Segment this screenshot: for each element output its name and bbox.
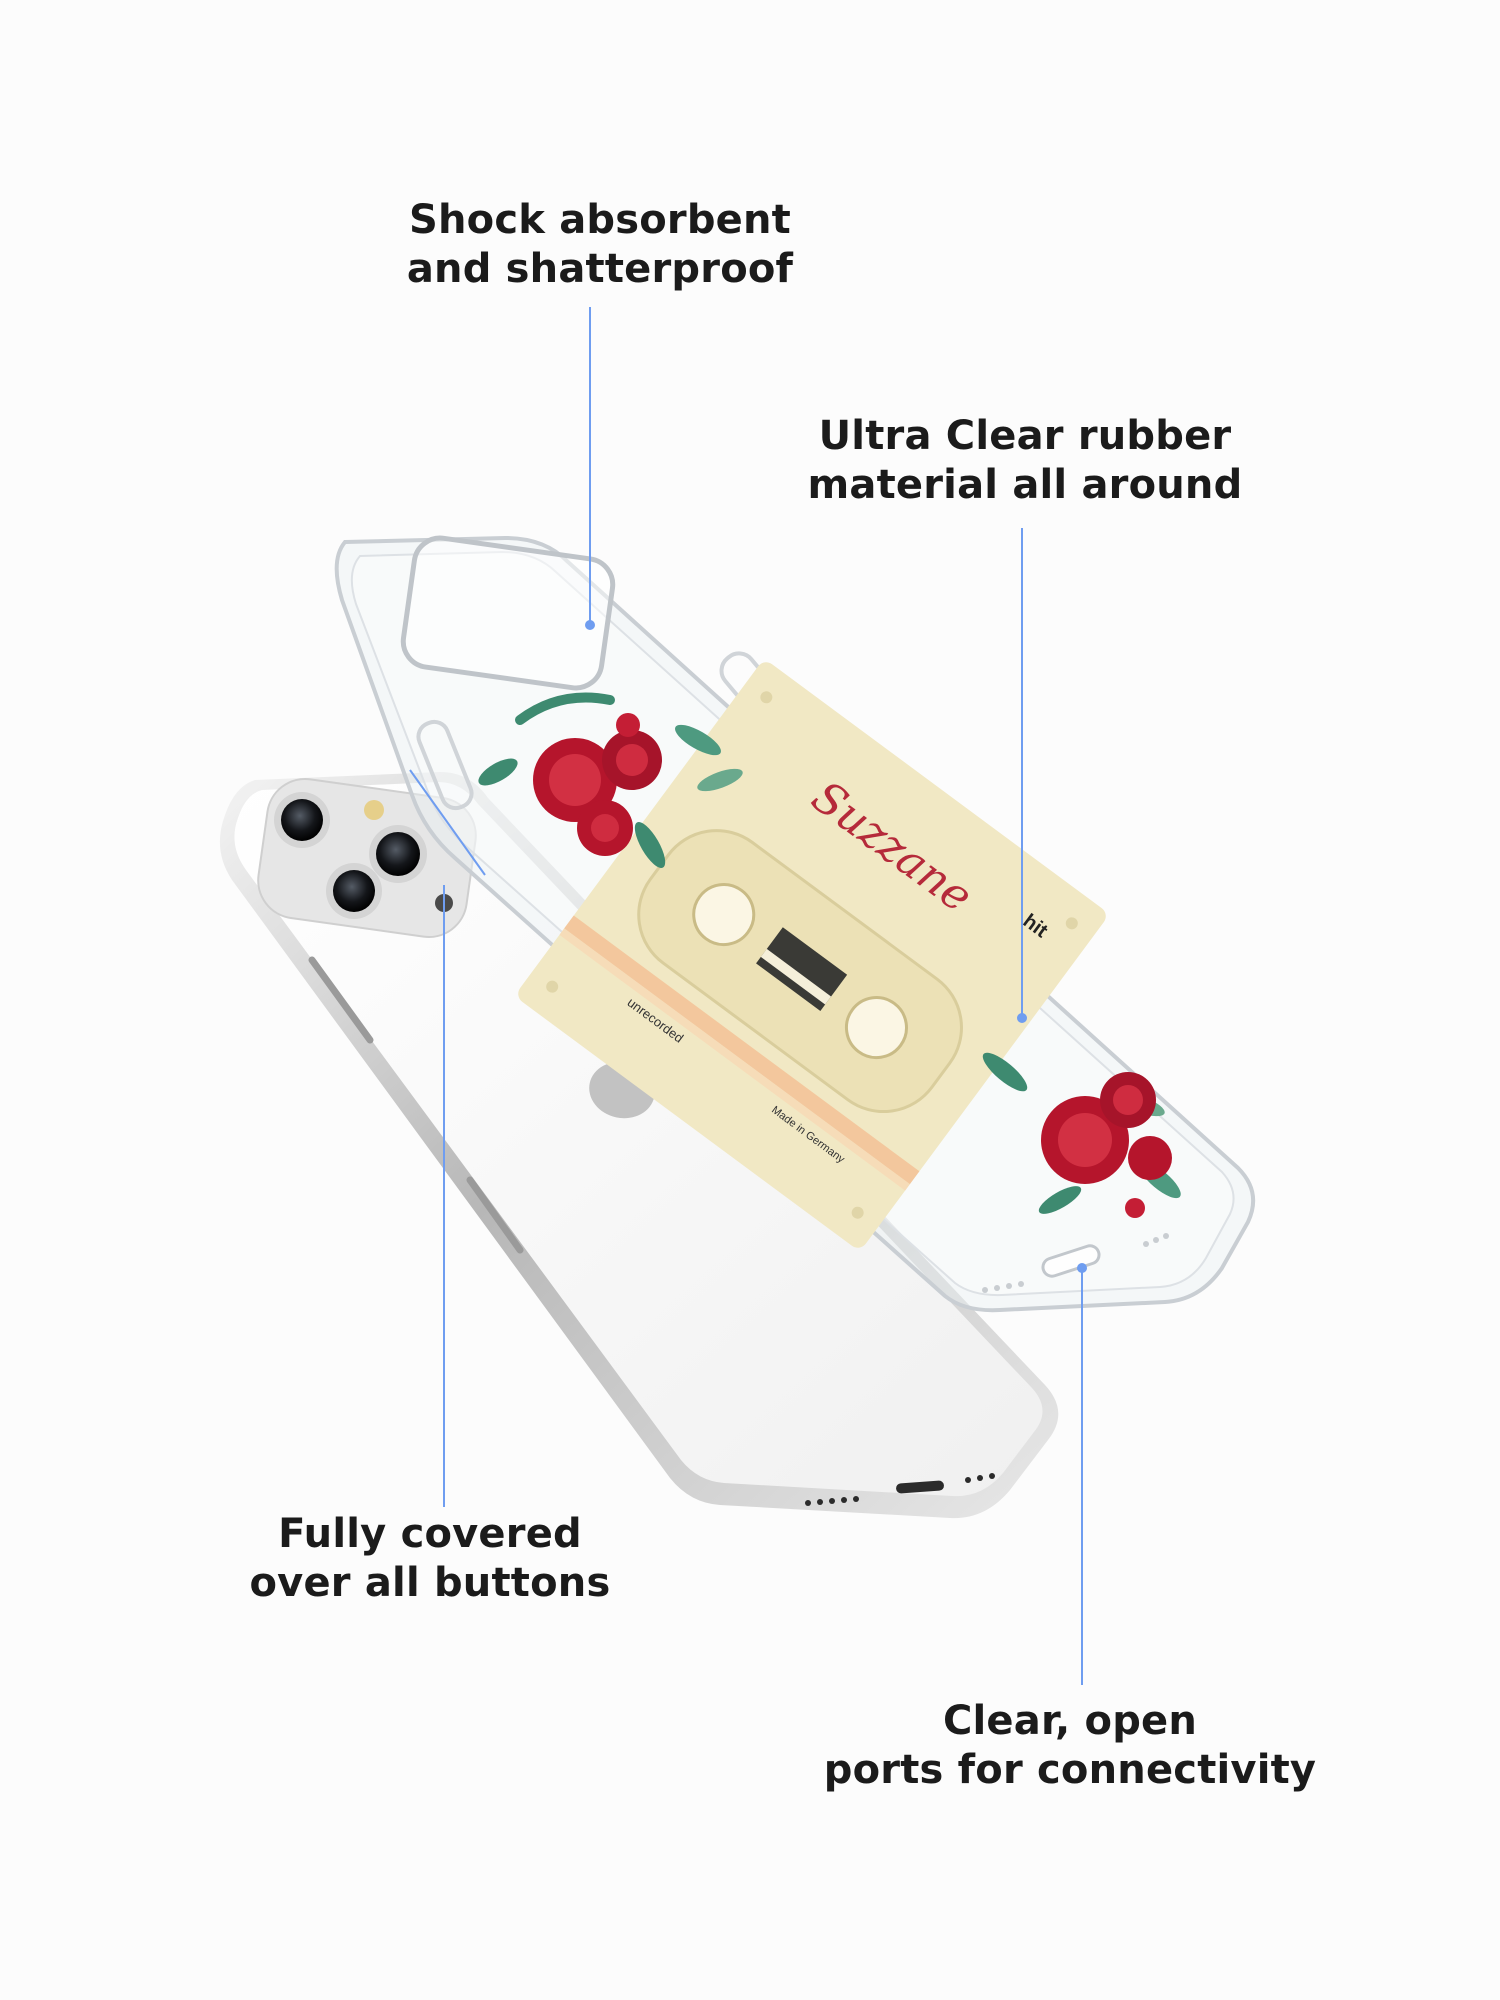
callout-text: Ultra Clear rubber bbox=[818, 413, 1232, 459]
tape-window bbox=[756, 927, 848, 1011]
callout-open-ports: Clear, open ports for connectivity bbox=[820, 1697, 1320, 1795]
callout-dot-ports bbox=[1077, 1263, 1087, 1273]
callout-text: material all around bbox=[807, 462, 1243, 508]
callout-dot-shock bbox=[585, 620, 595, 630]
callout-line-covered-angle bbox=[409, 769, 486, 876]
callout-fully-covered: Fully covered over all buttons bbox=[230, 1510, 630, 1608]
speaker-cutout bbox=[982, 1233, 1169, 1293]
rose-bouquet-top bbox=[478, 692, 743, 868]
charging-port bbox=[896, 1480, 944, 1494]
callout-text: Fully covered bbox=[278, 1511, 582, 1557]
phone bbox=[219, 772, 1059, 1519]
clear-case: Suzzane unrecorded Made in Germany hit bbox=[334, 535, 1256, 1313]
cassette-print: Suzzane unrecorded Made in Germany hit bbox=[518, 662, 1106, 1248]
callout-text: Clear, open bbox=[942, 1698, 1198, 1744]
camera-cutout bbox=[400, 535, 616, 691]
callout-text: ports for connectivity bbox=[823, 1747, 1317, 1793]
camera-flash bbox=[364, 800, 384, 820]
port-cutout bbox=[1041, 1244, 1101, 1278]
callout-ultra-clear: Ultra Clear rubber material all around bbox=[800, 412, 1250, 510]
callout-text: and shatterproof bbox=[406, 246, 794, 292]
callout-dot-ultra bbox=[1017, 1013, 1027, 1023]
volume-button bbox=[308, 956, 374, 1044]
rose-bouquet-bottom bbox=[982, 1052, 1181, 1218]
phone-back bbox=[234, 782, 1043, 1497]
cassette-reel bbox=[844, 996, 908, 1060]
callout-shock-absorbent: Shock absorbent and shatterproof bbox=[385, 196, 815, 294]
callout-text: over all buttons bbox=[249, 1560, 611, 1606]
callout-lines bbox=[409, 307, 1087, 1685]
volume-button bbox=[466, 1176, 524, 1254]
speaker-grille bbox=[805, 1473, 995, 1506]
button-cover bbox=[416, 719, 474, 811]
cassette-reel bbox=[692, 883, 756, 947]
callout-text: Shock absorbent bbox=[408, 197, 791, 243]
